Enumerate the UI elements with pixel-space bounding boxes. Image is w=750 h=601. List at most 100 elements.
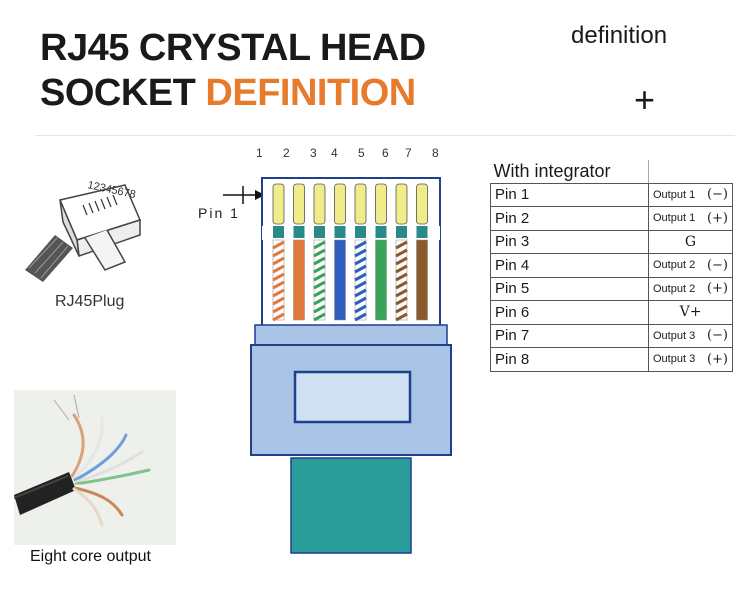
wire-stripe (313, 296, 326, 306)
plus-icon: + (634, 79, 656, 120)
plug-body (58, 184, 142, 271)
function-cell: Output 3(−) (648, 323, 733, 348)
wire-stripe (313, 248, 326, 258)
contact-pin (293, 183, 305, 225)
polarity-sign: (+) (706, 210, 728, 226)
pin-number: 1 (256, 146, 263, 160)
pin-cell: Pin 8 (490, 347, 649, 372)
wire-stripe (395, 272, 408, 282)
crimp-band (273, 226, 284, 238)
plug-cable (25, 235, 73, 282)
wire-stripe (272, 264, 285, 274)
wire-stripe (395, 304, 408, 314)
wire-stripe (395, 288, 408, 298)
connector-boot (290, 457, 412, 554)
function-content: Output 3(+) (653, 352, 728, 367)
wire-stripe (395, 312, 408, 322)
wire-7 (395, 183, 408, 322)
table-header: With integrator (490, 160, 649, 184)
function-content: Output 1 (+) (653, 211, 728, 226)
crimp-band (416, 226, 428, 238)
table-row: Pin 5 Output 2(+) (490, 276, 733, 301)
wire-stripe (354, 256, 367, 266)
contact-pin (416, 183, 428, 225)
connector-latch (250, 324, 452, 456)
wire-stripe (354, 264, 367, 274)
pin-cell: Pin 5 (490, 276, 649, 301)
pin-cell: Pin 2 (490, 206, 649, 231)
pin-number: 7 (405, 146, 412, 160)
function-cell: V+ (648, 300, 733, 325)
contact-pin (334, 183, 346, 225)
wire-stripe (395, 248, 408, 258)
wire-1 (272, 183, 285, 322)
wire-stripe (354, 304, 367, 314)
wire-stripe (313, 304, 326, 314)
pin-cell: Pin 1 (490, 182, 649, 207)
polarity-sign: (−) (706, 328, 728, 344)
pin-number: 4 (331, 146, 338, 160)
page-title: RJ45 CRYSTAL HEAD SOCKET DEFINITION (40, 26, 426, 116)
wire-stripe (272, 312, 285, 322)
title-line-2: SOCKET DEFINITION (40, 71, 426, 116)
function-cell: G (648, 229, 733, 254)
wire-4 (334, 183, 346, 321)
plug-caption: RJ45Plug (55, 293, 125, 310)
wire-stripe (354, 248, 367, 258)
corner-label: definition (571, 22, 668, 49)
title-line-1: RJ45 CRYSTAL HEAD (40, 27, 426, 69)
table-header-row: With integrator (490, 160, 733, 184)
divider (35, 135, 735, 136)
contact-pin (313, 183, 326, 225)
wire-stripe (272, 304, 285, 314)
pin-number: 6 (382, 146, 389, 160)
plug-contacts (82, 194, 118, 216)
function-cell: Output 1 (+) (648, 206, 733, 231)
pin-cell: Pin 7 (490, 323, 649, 348)
function-content: Output 3(−) (653, 328, 728, 343)
connector-head (261, 177, 441, 329)
contact-pin (272, 183, 285, 225)
wire-stripe (313, 264, 326, 274)
wire-stripe (313, 272, 326, 282)
pin-1-label: Pin 1 (198, 205, 240, 221)
wire-stripe (395, 264, 408, 274)
wire-stripe (395, 296, 408, 306)
wire-group (272, 183, 428, 322)
function-content: Output 2(+) (653, 281, 728, 296)
pin-cell: Pin 4 (490, 253, 649, 278)
rj45-plug-illustration: 12345678 (25, 179, 142, 282)
function-content: Output 2(−) (653, 258, 728, 273)
title-line-2-prefix: SOCKET (40, 72, 206, 114)
wire-2 (293, 183, 305, 321)
crimp-band (334, 226, 346, 238)
wire-3 (313, 183, 326, 322)
pin-cell: Pin 3 (490, 229, 649, 254)
wire-stripe (354, 272, 367, 282)
crimp-band (375, 226, 387, 238)
wire-stripe (354, 296, 367, 306)
function-label: Output 1 (653, 212, 696, 225)
wire-stripe (313, 280, 326, 290)
polarity-sign: (−) (706, 257, 728, 273)
function-cell: Output 1(−) (648, 182, 733, 207)
crimp-band (314, 226, 325, 238)
wire-stripe (272, 256, 285, 266)
cable-photo (14, 390, 176, 545)
pin-1-arrow (223, 186, 265, 204)
wire-insulation (375, 239, 387, 321)
wire-stripe (354, 288, 367, 298)
table-row: Pin 8 Output 3(+) (490, 347, 733, 372)
pin-number: 5 (358, 146, 365, 160)
cable-caption: Eight core output (30, 548, 151, 565)
wire-8 (416, 183, 428, 321)
contact-pin (395, 183, 408, 225)
table-row: Pin 7 Output 3(−) (490, 323, 733, 348)
wire-stripe (313, 240, 326, 250)
crimp-band (355, 226, 366, 238)
